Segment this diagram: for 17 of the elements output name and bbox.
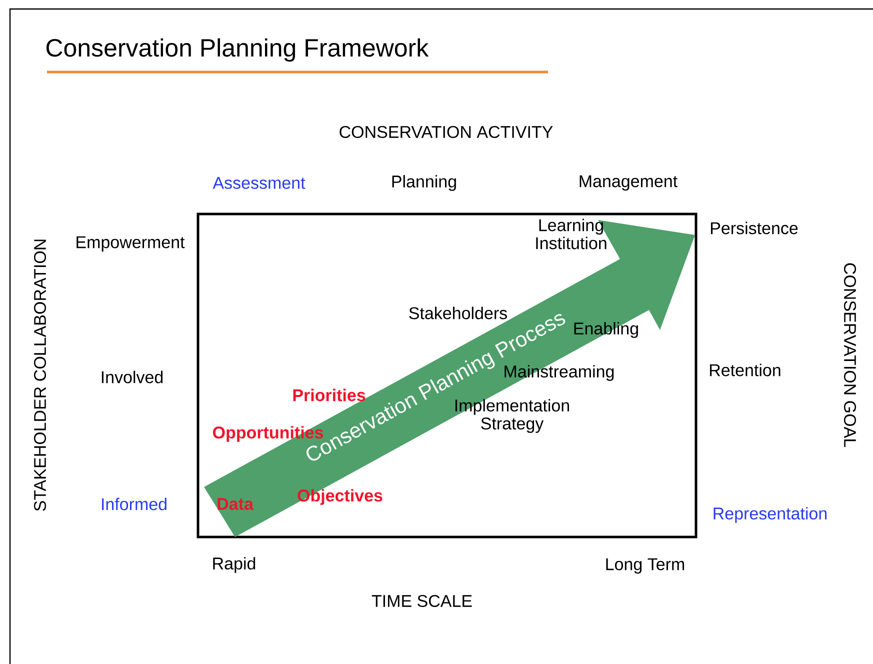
axis-label: Assessment (212, 177, 306, 189)
axis-label: CONSERVATION GOAL (844, 263, 856, 447)
axis-label: Planning (392, 175, 456, 191)
axis-label: Informed (102, 498, 166, 510)
axis-label: STAKEHOLDER COLLABORATION (34, 240, 46, 511)
axis-label: Management (580, 175, 678, 191)
axis-label: Representation (714, 507, 827, 523)
axis-label: Involved (102, 370, 163, 384)
axis-label: Data (218, 498, 254, 510)
axis-label: Learning Institution (536, 218, 606, 250)
axis-label: Empowerment (76, 236, 185, 252)
axis-label: CONSERVATION ACTIVITY (340, 126, 553, 138)
axis-label: TIME SCALE (372, 594, 472, 607)
title: Conservation Planning Framework (46, 38, 429, 62)
axis-label: Long Term (606, 558, 684, 574)
axis-label: Persistence (711, 222, 798, 234)
axis-label: Rapid (213, 557, 256, 573)
